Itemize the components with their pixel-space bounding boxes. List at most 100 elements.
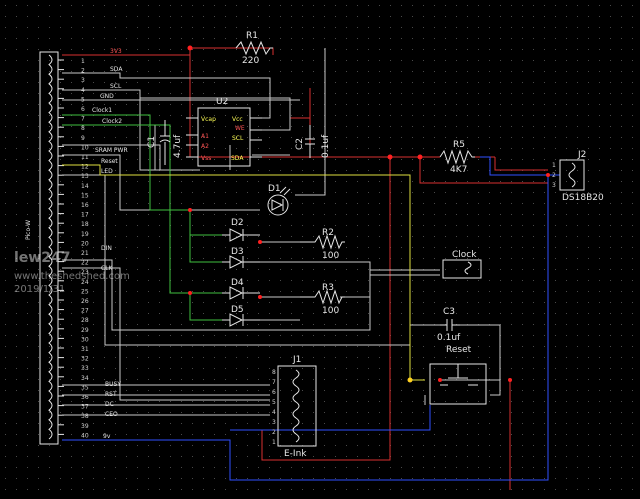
pico-pin-22: 22 — [81, 260, 89, 267]
pico-pin-10: 10 — [81, 144, 89, 151]
pico-pin-11: 11 — [81, 154, 89, 161]
wire-3v3 — [62, 47, 548, 490]
pico-pin-40: 40 — [81, 432, 89, 439]
reset-switch[interactable]: Reset — [429, 345, 487, 405]
d5-ref: D5 — [231, 305, 244, 315]
chip-u2[interactable]: U2 Vcap A1 A2 Vss Vcc WE SCL SDA — [186, 97, 262, 167]
pico-pin-37: 37 — [81, 404, 89, 411]
connector-j1[interactable]: J1 E-Ink 8 7 6 5 4 3 2 1 — [272, 355, 317, 459]
net-clock2: Clock2 — [102, 118, 122, 125]
clock-label: Clock — [452, 250, 477, 260]
r2-value: 100 — [322, 251, 339, 261]
net-ceo: CEO — [105, 411, 118, 418]
pico-pin-25: 25 — [81, 288, 89, 295]
pico-pin-30: 30 — [81, 336, 89, 343]
net-labels: 3V3 SDA SCL GND Clock1 Clock2 SRAM PWR R… — [92, 48, 128, 440]
pico-pin-20: 20 — [81, 240, 89, 247]
j1-pin-5: 5 — [272, 399, 276, 406]
resistor-r5[interactable]: R5 4K7 — [439, 140, 475, 175]
pico-pin-7: 7 — [81, 116, 85, 123]
pico-pin-2: 2 — [81, 68, 85, 75]
pico-pin-23: 23 — [81, 269, 89, 276]
net-clk: CLK — [101, 265, 114, 272]
net-reset: Reset — [101, 158, 118, 165]
r5-value: 4K7 — [450, 165, 467, 175]
net-sram-pwr: SRAM PWR — [95, 147, 128, 154]
pico-pin-26: 26 — [81, 298, 89, 305]
j1-pin-1: 1 — [272, 439, 276, 446]
connector-j2[interactable]: J2 DS18B20 1 2 3 — [552, 150, 604, 203]
pico-pin-12: 12 — [81, 164, 89, 171]
capacitor-c2[interactable]: C2 0.1uf — [295, 125, 331, 158]
net-gnd: GND — [100, 93, 114, 100]
net-busy: BUSY — [105, 381, 121, 388]
pico-pin-24: 24 — [81, 279, 89, 286]
u2-pin-sda: SDA — [231, 155, 244, 162]
wire-signals — [62, 48, 501, 416]
resistor-r2[interactable]: R2 100 — [300, 228, 345, 261]
c3-ref: C3 — [443, 307, 455, 317]
j2-pin-3: 3 — [552, 182, 556, 189]
r2-ref: R2 — [322, 228, 334, 238]
net-sda: SDA — [110, 66, 123, 73]
pico-pin-13: 13 — [81, 173, 89, 180]
j1-value: E-Ink — [284, 449, 307, 459]
c1-value: 4.7uf — [173, 134, 183, 158]
reset-label: Reset — [446, 345, 472, 355]
pico-pin-8: 8 — [81, 125, 85, 132]
j2-pin-1: 1 — [552, 162, 556, 169]
u2-pin-vcap: Vcap — [201, 116, 216, 123]
c2-value: 0.1uf — [321, 134, 331, 158]
pico-w-connector[interactable]: 1234567891011121314151617181920212223242… — [25, 51, 89, 445]
pico-pin-17: 17 — [81, 212, 89, 219]
pico-pin-31: 31 — [81, 346, 89, 353]
capacitor-c3[interactable]: C3 0.1uf — [437, 307, 461, 343]
watermark: lew247 www.theshedshed.com 2019/1/31 — [14, 250, 130, 295]
c2-ref: C2 — [295, 138, 305, 150]
resistor-r1[interactable]: R1 220 — [235, 31, 273, 66]
pico-pin-18: 18 — [81, 221, 89, 228]
c1-ref: C1 — [147, 136, 157, 148]
u2-pin-vss: Vss — [201, 155, 211, 162]
pico-pin-9: 9 — [81, 135, 85, 142]
resistor-r3[interactable]: R3 100 — [300, 283, 345, 316]
net-clock1: Clock1 — [92, 107, 112, 114]
diode-d2[interactable]: D2 — [222, 218, 260, 242]
pico-pin-19: 19 — [81, 231, 89, 238]
watermark-site: www.theshedshed.com — [14, 271, 130, 282]
net-dc: DC — [105, 401, 114, 408]
j1-pin-7: 7 — [272, 379, 276, 386]
d2-ref: D2 — [231, 218, 244, 228]
pico-w-label: Pico-W — [25, 220, 32, 240]
clock-connector[interactable]: Clock — [442, 250, 482, 279]
j1-ref: J1 — [292, 355, 301, 365]
led-d1[interactable]: D1 — [267, 184, 291, 216]
j1-pin-4: 4 — [272, 409, 276, 416]
r5-ref: R5 — [453, 140, 465, 150]
pico-pin-35: 35 — [81, 384, 89, 391]
j2-pin-2: 2 — [552, 172, 556, 179]
j1-pin-8: 8 — [272, 369, 276, 376]
diode-d4[interactable]: D4 — [222, 278, 260, 300]
r1-value: 220 — [242, 56, 259, 66]
u2-ref: U2 — [216, 97, 228, 107]
diode-d5[interactable]: D5 — [222, 305, 260, 327]
d1-ref: D1 — [268, 184, 281, 194]
pico-pin-15: 15 — [81, 192, 89, 199]
u2-pin-a1: A1 — [201, 133, 209, 140]
net-rst: RST — [105, 391, 117, 398]
diode-d3[interactable]: D3 — [222, 247, 260, 269]
u2-pin-a2: A2 — [201, 143, 209, 150]
pico-pin-27: 27 — [81, 308, 89, 315]
net-scl: SCL — [110, 83, 122, 90]
net-9v: 9v — [103, 433, 111, 440]
pico-zigzag-line — [48, 54, 53, 440]
net-din: DIN — [101, 245, 112, 252]
pico-pin-38: 38 — [81, 413, 89, 420]
pico-pin-1: 1 — [81, 58, 85, 65]
junctions — [187, 45, 550, 383]
u2-pin-scl: SCL — [232, 135, 244, 142]
capacitor-c1[interactable]: C1 4.7uf — [147, 120, 183, 165]
u2-pin-vcc: Vcc — [232, 116, 243, 123]
